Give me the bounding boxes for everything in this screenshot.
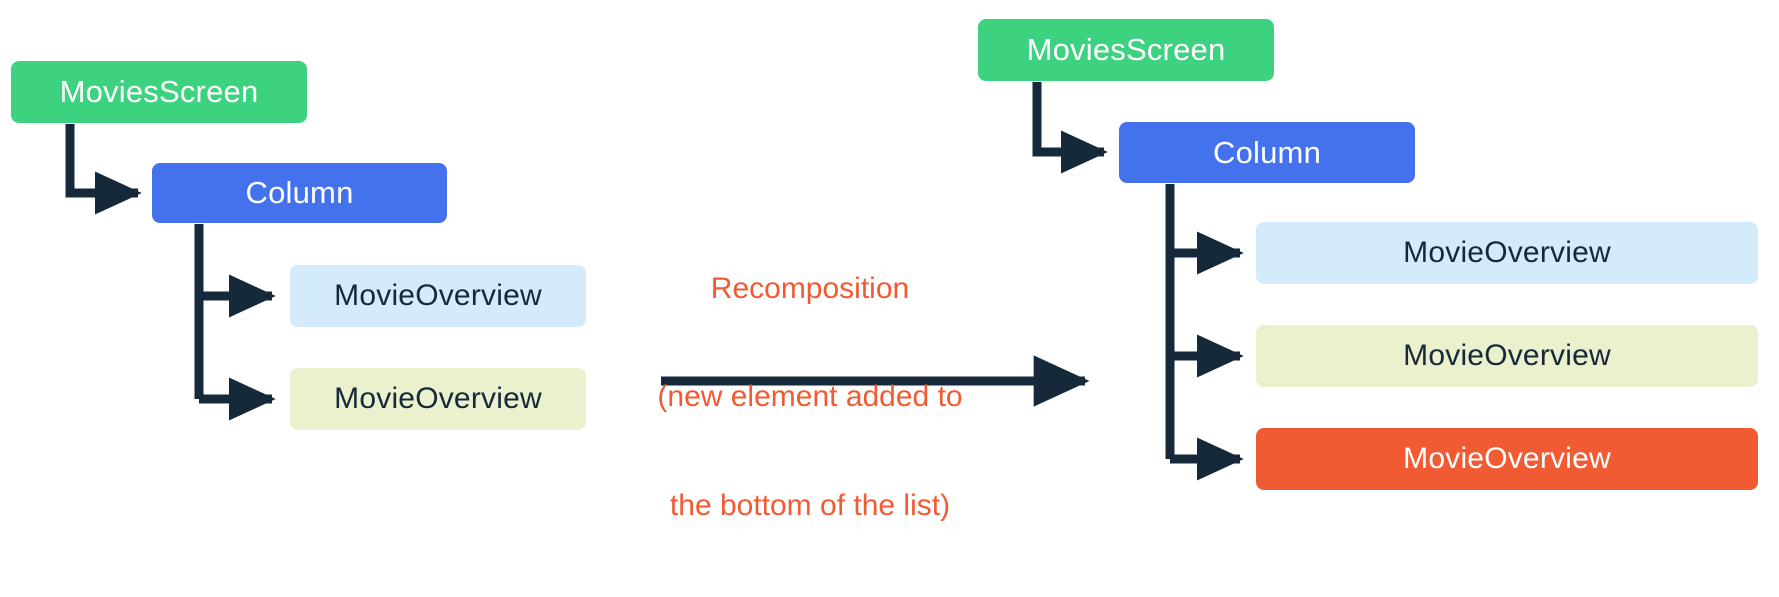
right-node-column[interactable]: Column <box>1119 122 1415 183</box>
right-node-column-label: Column <box>1212 134 1322 170</box>
right-node-movie-overview-2[interactable]: MovieOverview <box>1256 325 1758 387</box>
right-node-movies-screen-label: MoviesScreen <box>1026 32 1226 67</box>
right-node-movie-overview-3-new[interactable]: MovieOverview <box>1256 428 1758 490</box>
right-node-movie-overview-3-label: MovieOverview <box>1403 442 1611 475</box>
left-node-movies-screen[interactable]: MoviesScreen <box>11 61 307 123</box>
right-node-movie-overview-1[interactable]: MovieOverview <box>1256 222 1758 284</box>
annotation-line-2: (new element added to <box>657 380 963 414</box>
connector-left-screen-to-column <box>65 124 142 215</box>
left-node-column-label: Column <box>245 175 354 210</box>
recomposition-annotation: Recomposition (new element added to the … <box>620 198 1000 597</box>
left-node-movies-screen-label: MoviesScreen <box>59 74 259 109</box>
connector-layer <box>65 82 1244 481</box>
right-node-movie-overview-2-label: MovieOverview <box>1403 339 1611 372</box>
left-node-movie-overview-1-label: MovieOverview <box>334 279 542 312</box>
right-node-movies-screen[interactable]: MoviesScreen <box>978 19 1274 81</box>
left-node-movie-overview-1[interactable]: MovieOverview <box>290 265 586 327</box>
right-node-movie-overview-1-label: MovieOverview <box>1403 236 1611 269</box>
left-node-movie-overview-2-label: MovieOverview <box>334 382 542 415</box>
connector-right-screen-to-column <box>1032 82 1108 174</box>
left-node-column[interactable]: Column <box>152 163 447 223</box>
left-node-movie-overview-2[interactable]: MovieOverview <box>290 368 586 430</box>
annotation-line-1: Recomposition <box>710 271 910 305</box>
diagram-canvas: MoviesScreen Column MovieOverview MovieO… <box>11 19 1758 523</box>
annotation-line-3: the bottom of the list) <box>669 489 951 523</box>
